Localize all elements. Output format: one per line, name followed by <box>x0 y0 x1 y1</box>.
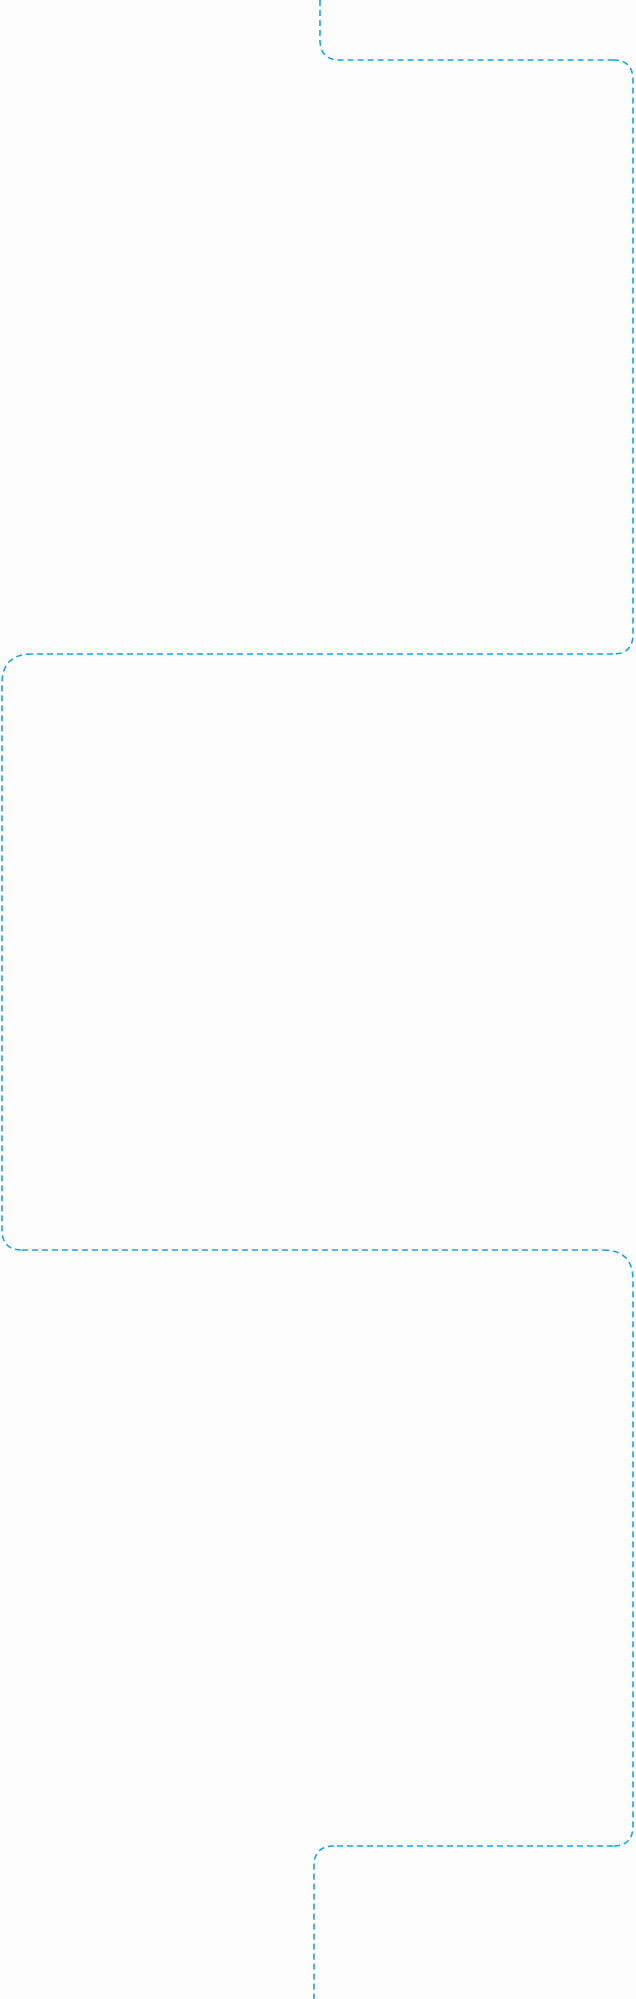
connector-segment-drop-2 <box>1 653 33 1251</box>
connector-segment-drop-3 <box>602 1249 634 1847</box>
connector-segment-drop-1 <box>612 59 634 655</box>
connector-segment-run-1 <box>319 39 613 61</box>
connector-segment-stem-bottom <box>313 1845 335 1999</box>
